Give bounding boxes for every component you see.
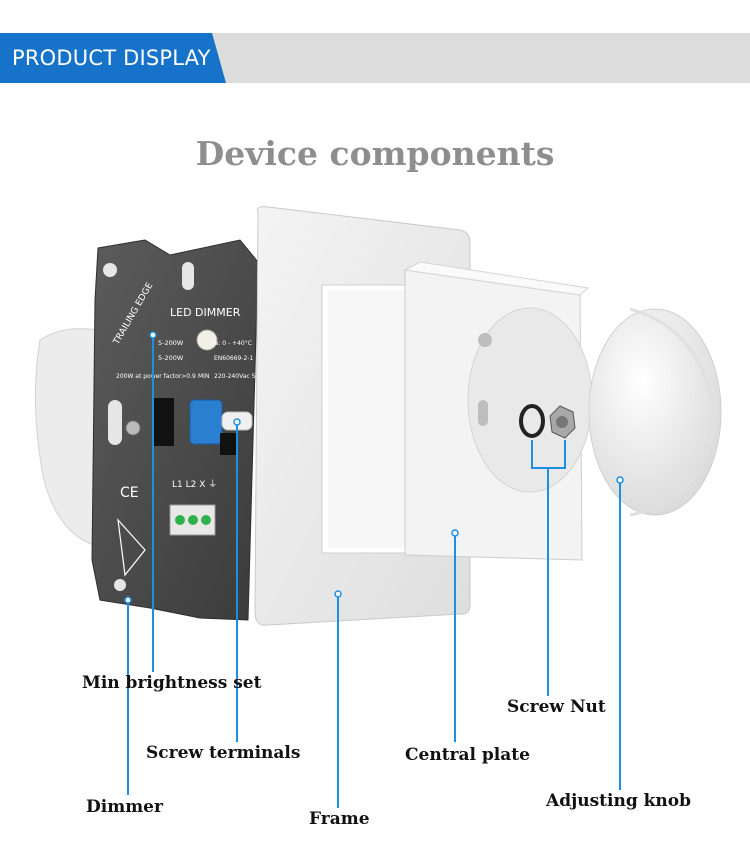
label-dimmer: Dimmer: [86, 797, 163, 817]
dimmer-line3: 200W at power factor>0.9: [116, 373, 196, 380]
dimmer-terminal-text: L1 L2 X ⏚: [172, 479, 217, 490]
label-screw-terminals: Screw terminals: [146, 743, 301, 763]
label-screw-nut: Screw Nut: [507, 697, 606, 717]
dimmer-line2: 5-200W: [158, 354, 184, 362]
label-frame: Frame: [309, 809, 370, 829]
banner-title: PRODUCT DISPLAY: [12, 46, 211, 70]
dimmer-module: LED DIMMER TRAILING EDGE 5-200W 5-200W 2…: [34, 239, 259, 621]
dimmer-temp: Ta: 0 - +40°C: [211, 340, 252, 347]
warning-icon: [117, 518, 146, 577]
ce-mark: CE: [120, 485, 139, 501]
screw-nut-part: [519, 404, 576, 439]
adjusting-knob-part: [588, 307, 722, 517]
banner-tab: [0, 33, 226, 83]
central-plate-part: [403, 261, 593, 561]
dimmer-brand-text: LED DIMMER: [170, 306, 241, 319]
dimmer-voltage: 220-240Vac 50: [214, 373, 259, 380]
dimmer-standard: EN60669-2-1: [214, 355, 254, 362]
label-central-plate: Central plate: [405, 745, 530, 765]
label-min-brightness: Min brightness set: [82, 673, 262, 693]
callout-lines: [127, 335, 621, 808]
page-title: Device components: [195, 134, 555, 173]
dimmer-line1: 5-200W: [158, 339, 184, 347]
dimmer-min: MIN: [198, 373, 209, 380]
label-adjusting-knob: Adjusting knob: [546, 791, 691, 811]
callout-dots: [124, 331, 624, 604]
